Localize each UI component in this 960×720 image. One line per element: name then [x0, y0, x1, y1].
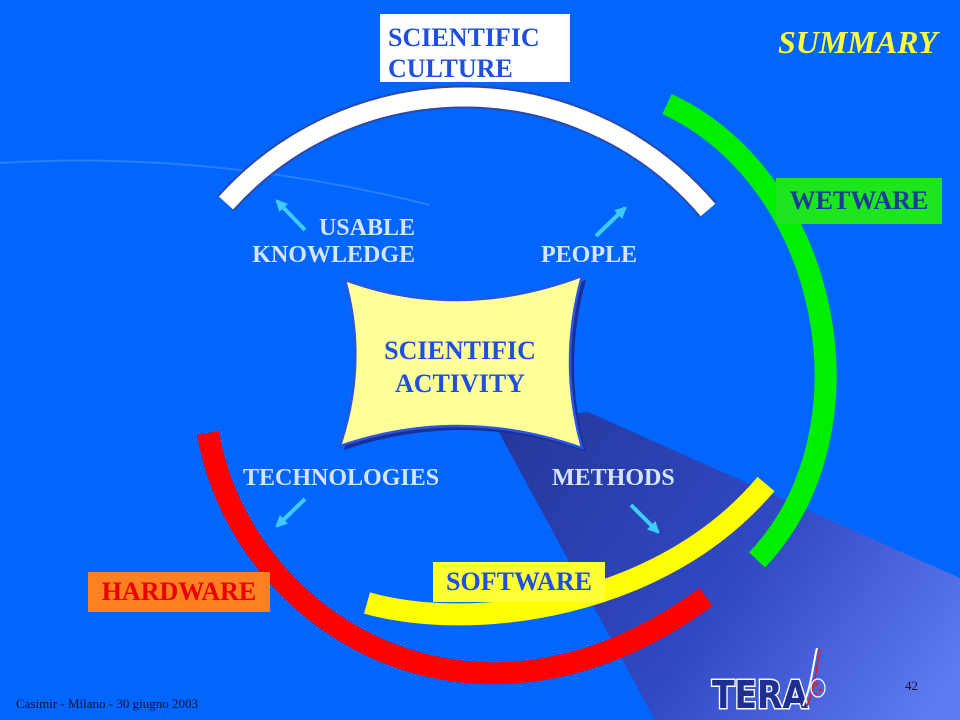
tera-logo-dot-icon	[814, 692, 818, 696]
arrow-people	[594, 206, 627, 238]
label-usable-knowledge-line-1: USABLE	[318, 215, 415, 241]
tera-logo-accent-icon	[806, 648, 821, 707]
label-methods: METHODS	[552, 465, 675, 491]
scientific-culture-line-1: SCIENTIFIC	[388, 23, 540, 52]
label-usable-knowledge: USABLE KNOWLEDGE	[215, 215, 415, 269]
slide-title: SUMMARY	[778, 24, 938, 60]
software-box: SOFTWARE	[433, 562, 605, 602]
background-swoosh	[0, 159, 431, 206]
hardware-arc	[197, 431, 713, 685]
light-beam	[495, 412, 960, 720]
wetware-arc	[662, 94, 837, 568]
arrow-technologies	[275, 497, 307, 528]
tera-logo-bulb-icon	[810, 678, 826, 698]
wetware-box: WETWARE	[776, 178, 942, 224]
tera-logo-line-icon	[802, 647, 818, 707]
slide-footer: Casimir - Milano - 30 giugno 2003	[16, 696, 198, 711]
scientific-culture-line-2: CULTURE	[388, 54, 513, 83]
tera-logo-dot-icon	[815, 682, 819, 686]
tera-logo-dot-icon	[818, 688, 822, 692]
arrow-methods	[629, 503, 660, 534]
scientific-activity-text: SCIENTIFIC ACTIVITY	[340, 334, 580, 400]
page-number: 42	[905, 678, 918, 693]
scientific-culture-box: SCIENTIFIC CULTURE	[380, 14, 570, 83]
scientific-activity-line-2: ACTIVITY	[394, 369, 526, 398]
scientific-activity-line-1: SCIENTIFIC	[384, 336, 536, 365]
tera-logo-text: TERA	[712, 673, 809, 717]
tera-logo: TERA	[711, 647, 826, 719]
label-people: PEOPLE	[541, 242, 638, 268]
hardware-box: HARDWARE	[88, 572, 270, 612]
scientific-culture-arc	[218, 87, 716, 217]
label-usable-knowledge-line-2: KNOWLEDGE	[252, 242, 415, 268]
scientific-activity-shape	[338, 273, 584, 450]
arrow-usable-knowledge	[275, 199, 307, 232]
label-technologies: TECHNOLOGIES	[243, 465, 440, 491]
arrows	[275, 199, 660, 534]
